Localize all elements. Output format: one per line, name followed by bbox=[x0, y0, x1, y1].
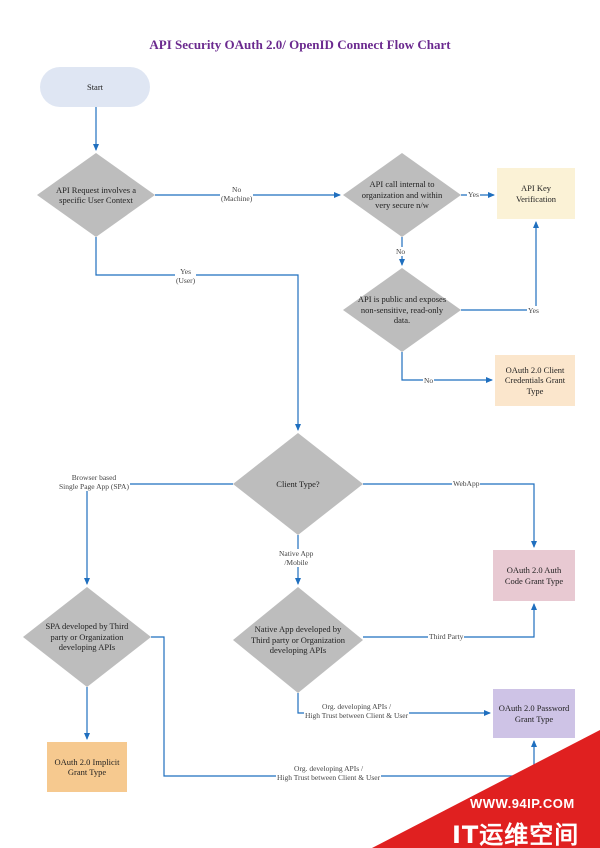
decision-user-context-shape bbox=[37, 153, 155, 237]
edge-label-third-party: Third Party bbox=[428, 632, 465, 641]
decision-spa-shape bbox=[23, 587, 151, 687]
start-node: Start bbox=[40, 67, 150, 107]
edge-spa bbox=[84, 483, 233, 585]
decision-native: Native App developed by Third party or O… bbox=[233, 587, 363, 693]
edge-public-no bbox=[401, 352, 493, 383]
edge-label-native-org: Org. developing APIs / High Trust betwee… bbox=[304, 702, 410, 720]
edge-native-org bbox=[297, 693, 491, 716]
watermark-corner bbox=[372, 730, 600, 848]
start-label: Start bbox=[86, 81, 104, 92]
decision-user-context-label: API Request involves a specific User Con… bbox=[55, 184, 137, 206]
decision-native-label: Native App developed by Third party or O… bbox=[250, 624, 346, 656]
implicit-box-shape bbox=[47, 742, 127, 792]
password-box-shape bbox=[493, 689, 575, 738]
edge-label-public-no: No bbox=[423, 376, 435, 385]
edge-label-internal-yes: Yes bbox=[467, 190, 480, 199]
decision-public-shape bbox=[343, 268, 461, 352]
implicit-box: OAuth 2.0 Implicit Grant Type bbox=[47, 742, 127, 792]
edge-label-no-machine: No (Machine) bbox=[220, 185, 254, 203]
edge-label-spa: Browser based Single Page App (SPA) bbox=[58, 473, 130, 491]
page-title: API Security OAuth 2.0/ OpenID Connect F… bbox=[149, 37, 451, 52]
client-credentials-box: OAuth 2.0 Client Credentials Grant Type bbox=[495, 355, 575, 406]
edge-third-party bbox=[363, 603, 537, 638]
decision-client-type: Client Type? bbox=[233, 433, 363, 535]
api-key-box-shape bbox=[497, 168, 575, 219]
edge-public-yes bbox=[461, 221, 539, 311]
decision-internal-label: API call internal to organization and wi… bbox=[361, 179, 443, 211]
edge-yes-user bbox=[95, 237, 301, 431]
edge-label-webapp: WebApp bbox=[452, 479, 481, 488]
password-label: OAuth 2.0 Password Grant Type bbox=[498, 703, 570, 724]
edge-label-native: Native App /Mobile bbox=[278, 549, 315, 567]
decision-internal: API call internal to organization and wi… bbox=[343, 153, 461, 237]
start-node-shape bbox=[40, 67, 150, 107]
watermark-url: WWW.94IP.COM bbox=[470, 796, 575, 811]
edge-label-public-yes: Yes bbox=[527, 306, 540, 315]
implicit-label: OAuth 2.0 Implicit Grant Type bbox=[54, 756, 120, 778]
edge-label-yes-user: Yes (User) bbox=[175, 267, 197, 285]
client-credentials-box-shape bbox=[495, 355, 575, 406]
watermark-brand: IT运维空间 bbox=[452, 821, 580, 848]
decision-client-type-label: Client Type? bbox=[276, 478, 320, 489]
auth-code-box: OAuth 2.0 Auth Code Grant Type bbox=[493, 550, 575, 601]
decision-user-context: API Request involves a specific User Con… bbox=[37, 153, 155, 237]
api-key-label: API Key Verification bbox=[515, 183, 557, 204]
decision-internal-shape bbox=[343, 153, 461, 237]
edge-webapp bbox=[363, 483, 537, 548]
edge-label-internal-no: No bbox=[395, 247, 407, 256]
decision-native-shape bbox=[233, 587, 363, 693]
decision-client-type-shape bbox=[233, 433, 363, 535]
decision-spa: SPA developed by Third party or Organiza… bbox=[23, 587, 151, 687]
auth-code-label: OAuth 2.0 Auth Code Grant Type bbox=[504, 565, 564, 586]
decision-public: API is public and exposes non-sensitive,… bbox=[343, 268, 461, 352]
auth-code-box-shape bbox=[493, 550, 575, 601]
password-box: OAuth 2.0 Password Grant Type bbox=[493, 689, 575, 738]
client-credentials-label: OAuth 2.0 Client Credentials Grant Type bbox=[504, 364, 566, 396]
decision-public-label: API is public and exposes non-sensitive,… bbox=[357, 294, 447, 326]
decision-spa-label: SPA developed by Third party or Organiza… bbox=[45, 621, 129, 653]
edge-label-spa-org: Org. developing APIs / High Trust betwee… bbox=[276, 764, 382, 782]
api-key-box: API Key Verification bbox=[497, 168, 575, 219]
